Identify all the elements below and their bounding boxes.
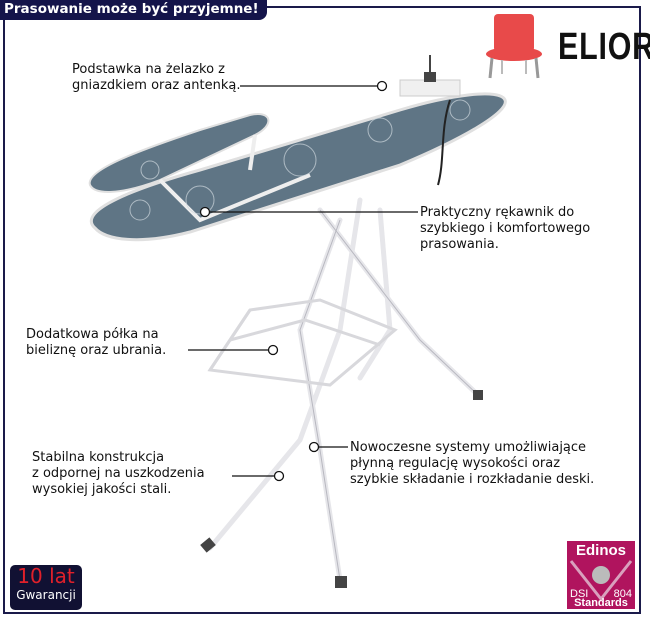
callout-line: szybkiego i komfortowego — [420, 221, 591, 236]
callout-line: prasowania. — [420, 237, 499, 252]
callout-iron-rest: Podstawka na żelazko z gniazdkiem oraz a… — [72, 62, 240, 94]
callout-line: Praktyczny rękawnik do — [420, 205, 575, 220]
callout-line: wysokiej jakości stali. — [32, 482, 172, 497]
callout-line: z odpornej na uszkodzenia — [32, 466, 205, 481]
callout-line: Stabilna konstrukcja — [32, 450, 165, 465]
callout-shelf: Dodatkowa półka na bieliznę oraz ubrania… — [26, 327, 166, 359]
certification-v-icon — [569, 560, 633, 602]
callout-sleeve-board: Praktyczny rękawnik do szybkiego i komfo… — [420, 205, 590, 253]
chair-logo-icon — [486, 14, 542, 79]
callout-line: Nowoczesne systemy umożliwiające — [350, 440, 587, 455]
callout-line: Podstawka na żelazko z — [72, 62, 225, 77]
callout-line: gniazdkiem oraz antenką. — [72, 78, 241, 93]
certification-standards: Standards — [574, 597, 628, 609]
warranty-label: Gwarancji — [16, 588, 76, 602]
callout-line: bieliznę oraz ubrania. — [26, 343, 167, 358]
page-title: Prasowanie może być przyjemne! — [0, 0, 267, 20]
certification-left: DSI — [570, 588, 589, 600]
callout-construction: Stabilna konstrukcja z odpornej na uszko… — [32, 450, 205, 498]
frame — [3, 6, 641, 614]
certification-name: Edinos — [575, 542, 626, 559]
callout-line: szybkie składanie i rozkładanie deski. — [350, 472, 595, 487]
certification-right: 804 — [613, 588, 632, 600]
callout-line: płynną regulację wysokości oraz — [350, 456, 561, 471]
brand-logo-text: ELIOR — [558, 26, 650, 68]
warranty-years: 10 lat — [17, 564, 75, 588]
callout-height-adjustment: Nowoczesne systemy umożliwiające płynną … — [350, 440, 594, 488]
warranty-badge: 10 lat Gwarancji — [10, 565, 82, 610]
certification-badge: Edinos DSI 804 Standards — [567, 541, 635, 609]
callout-line: Dodatkowa półka na — [26, 327, 159, 342]
